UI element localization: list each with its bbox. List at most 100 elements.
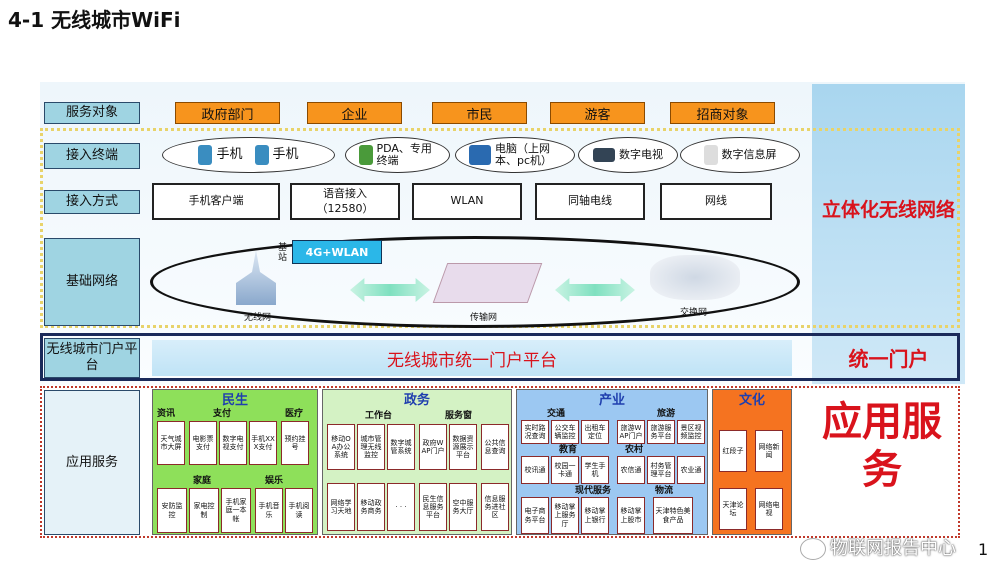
panel-title: 文化 xyxy=(738,393,765,408)
app-item[interactable]: 手机XXX支付 xyxy=(249,421,277,465)
transport-network-icon xyxy=(432,263,543,303)
subgroup-label: 服务窗 xyxy=(445,411,473,421)
app-item[interactable]: 旅游WAP门户 xyxy=(617,420,645,444)
page-number: 1 xyxy=(978,540,989,559)
app-item[interactable]: 电子商务平台 xyxy=(521,497,549,534)
app-item[interactable]: 手机阅读 xyxy=(285,488,313,533)
app-item[interactable]: 电影票支付 xyxy=(189,421,217,465)
access-coax: 同轴电线 xyxy=(535,183,645,220)
app-item[interactable]: 城市管理无线监控 xyxy=(357,424,385,470)
terminal-pda: PDA、专用终端 xyxy=(345,137,450,173)
info-screen-icon xyxy=(703,145,718,165)
app-item[interactable]: 网络学习天地 xyxy=(327,483,355,531)
app-item[interactable]: 景区视频监控 xyxy=(677,420,705,444)
subgroup-label: 家庭 xyxy=(193,476,212,486)
panel-zhengwu: 政务工作台服务窗移动OA办公系统城市管理无线监控数字城管系统政府WAP门户数据资… xyxy=(322,389,512,535)
wireless-network-label: 立体化无线网络 xyxy=(821,199,955,221)
app-item[interactable]: 移动掌上银行 xyxy=(581,497,609,534)
app-item[interactable]: 校讯通 xyxy=(521,456,549,484)
label-portal: 无线城市门户平台 xyxy=(44,338,140,378)
app-item[interactable]: 村务管理平台 xyxy=(647,456,675,484)
subgroup-label: 现代服务 xyxy=(575,486,612,496)
panel-minsheng: 民生资讯支付医疗家庭娱乐天气城市大屏电影票支付数字电视支付手机XXX支付预约挂号… xyxy=(152,389,318,535)
terminal-pc: 电脑（上网本、pc机） xyxy=(455,137,575,173)
phone-icon xyxy=(198,145,213,165)
panel-chanye: 产业交通旅游教育农村现代服务物流实时路况查询公交车辆监控出租车定位旅游WAP门户… xyxy=(516,389,708,535)
subgroup-label: 医疗 xyxy=(285,409,304,419)
target-tourist: 游客 xyxy=(550,102,645,124)
app-item[interactable]: 出租车定位 xyxy=(581,420,609,444)
app-item[interactable]: 数字电视支付 xyxy=(219,421,247,465)
app-item[interactable]: 移动掌上服务厅 xyxy=(551,497,579,534)
app-item[interactable]: 移动政务商务 xyxy=(357,483,385,531)
app-item[interactable]: 校园一卡通 xyxy=(551,456,579,484)
app-item[interactable]: 学生手机 xyxy=(581,456,609,484)
label-app: 应用服务 xyxy=(44,390,140,535)
computer-icon xyxy=(469,145,491,165)
tv-label: 数字电视 xyxy=(619,147,663,161)
app-item[interactable]: 政府WAP门户 xyxy=(419,424,447,470)
subgroup-label: 支付 xyxy=(213,409,232,419)
app-item[interactable]: 公交车辆监控 xyxy=(551,420,579,444)
app-service-big-label: 应用服务 xyxy=(822,399,942,493)
panel-title: 政务 xyxy=(403,393,430,408)
app-item[interactable]: 旅游服务平台 xyxy=(647,420,675,444)
panel-title: 产业 xyxy=(598,393,625,408)
app-item[interactable]: 网络新闻 xyxy=(755,430,783,472)
terminal-phones: 手机 手机 xyxy=(162,137,335,173)
base-station-label: 基站 xyxy=(278,243,288,263)
app-item[interactable]: 天津论坛 xyxy=(719,488,747,530)
app-item[interactable]: 数字城管系统 xyxy=(387,424,415,470)
app-item[interactable]: 天津特色美食产品 xyxy=(653,497,693,534)
app-item[interactable]: 安防监控 xyxy=(157,488,187,533)
app-item[interactable]: 天气城市大屏 xyxy=(157,421,185,465)
terminal-screen: 数字信息屏 xyxy=(680,137,800,173)
label-terminal: 接入终端 xyxy=(44,143,140,169)
access-wlan: WLAN xyxy=(412,183,522,220)
slide-title: 4-1 无线城市WiFi xyxy=(8,8,181,32)
app-item[interactable]: 实时路况查询 xyxy=(521,420,549,444)
wechat-icon xyxy=(800,538,826,560)
app-item[interactable]: 网络电视 xyxy=(755,488,783,530)
phone-label: 手机 xyxy=(272,146,299,162)
subgroup-label: 娱乐 xyxy=(265,476,284,486)
app-item[interactable]: 民生信息服务平台 xyxy=(419,483,447,531)
app-region xyxy=(40,386,960,538)
label-access: 接入方式 xyxy=(44,190,140,214)
switch-network-icon xyxy=(650,255,740,300)
app-item[interactable]: 手机家庭一本帐 xyxy=(221,488,251,533)
subgroup-label: 交通 xyxy=(547,409,566,419)
switch-net-label: 交换网 xyxy=(680,308,708,318)
app-item[interactable]: 家电控制 xyxy=(189,488,219,533)
app-item[interactable]: · · · xyxy=(387,483,415,531)
pda-label: PDA、专用终端 xyxy=(376,141,432,167)
app-item[interactable]: 红段子 xyxy=(719,430,747,472)
pda-icon xyxy=(358,145,373,165)
portal-bar: 无线城市统一门户平台 xyxy=(152,340,792,376)
app-item[interactable]: 预约挂号 xyxy=(281,421,309,465)
app-item[interactable]: 农信通 xyxy=(617,456,645,484)
target-government: 政府部门 xyxy=(175,102,280,124)
phone-label: 手机 xyxy=(216,146,243,162)
tag-4g-wlan: 4G+WLAN xyxy=(292,240,382,264)
access-cable: 网线 xyxy=(660,183,772,220)
app-item[interactable]: 移动掌上股市 xyxy=(617,497,645,534)
target-enterprise: 企业 xyxy=(307,102,402,124)
subgroup-label: 资讯 xyxy=(157,409,176,419)
app-item[interactable]: 农业通 xyxy=(677,456,705,484)
app-item[interactable]: 公共信息查询 xyxy=(481,424,509,470)
network-ellipse xyxy=(150,236,800,328)
subgroup-label: 教育 xyxy=(559,445,578,455)
app-item[interactable]: 手机音乐 xyxy=(255,488,283,533)
phone-icon xyxy=(254,145,269,165)
subgroup-label: 农村 xyxy=(625,445,644,455)
access-voice: 语音接入（12580） xyxy=(290,183,400,220)
label-network: 基础网络 xyxy=(44,238,140,326)
app-item[interactable]: 信息服务进社区 xyxy=(481,483,509,531)
app-item[interactable]: 空中服务大厅 xyxy=(449,483,477,531)
unified-portal-label: 统一门户 xyxy=(848,347,929,371)
target-citizen: 市民 xyxy=(432,102,527,124)
app-item[interactable]: 数据资源展示平台 xyxy=(449,424,477,470)
watermark: 物联网报告中心 xyxy=(800,538,956,560)
app-item[interactable]: 移动OA办公系统 xyxy=(327,424,355,470)
